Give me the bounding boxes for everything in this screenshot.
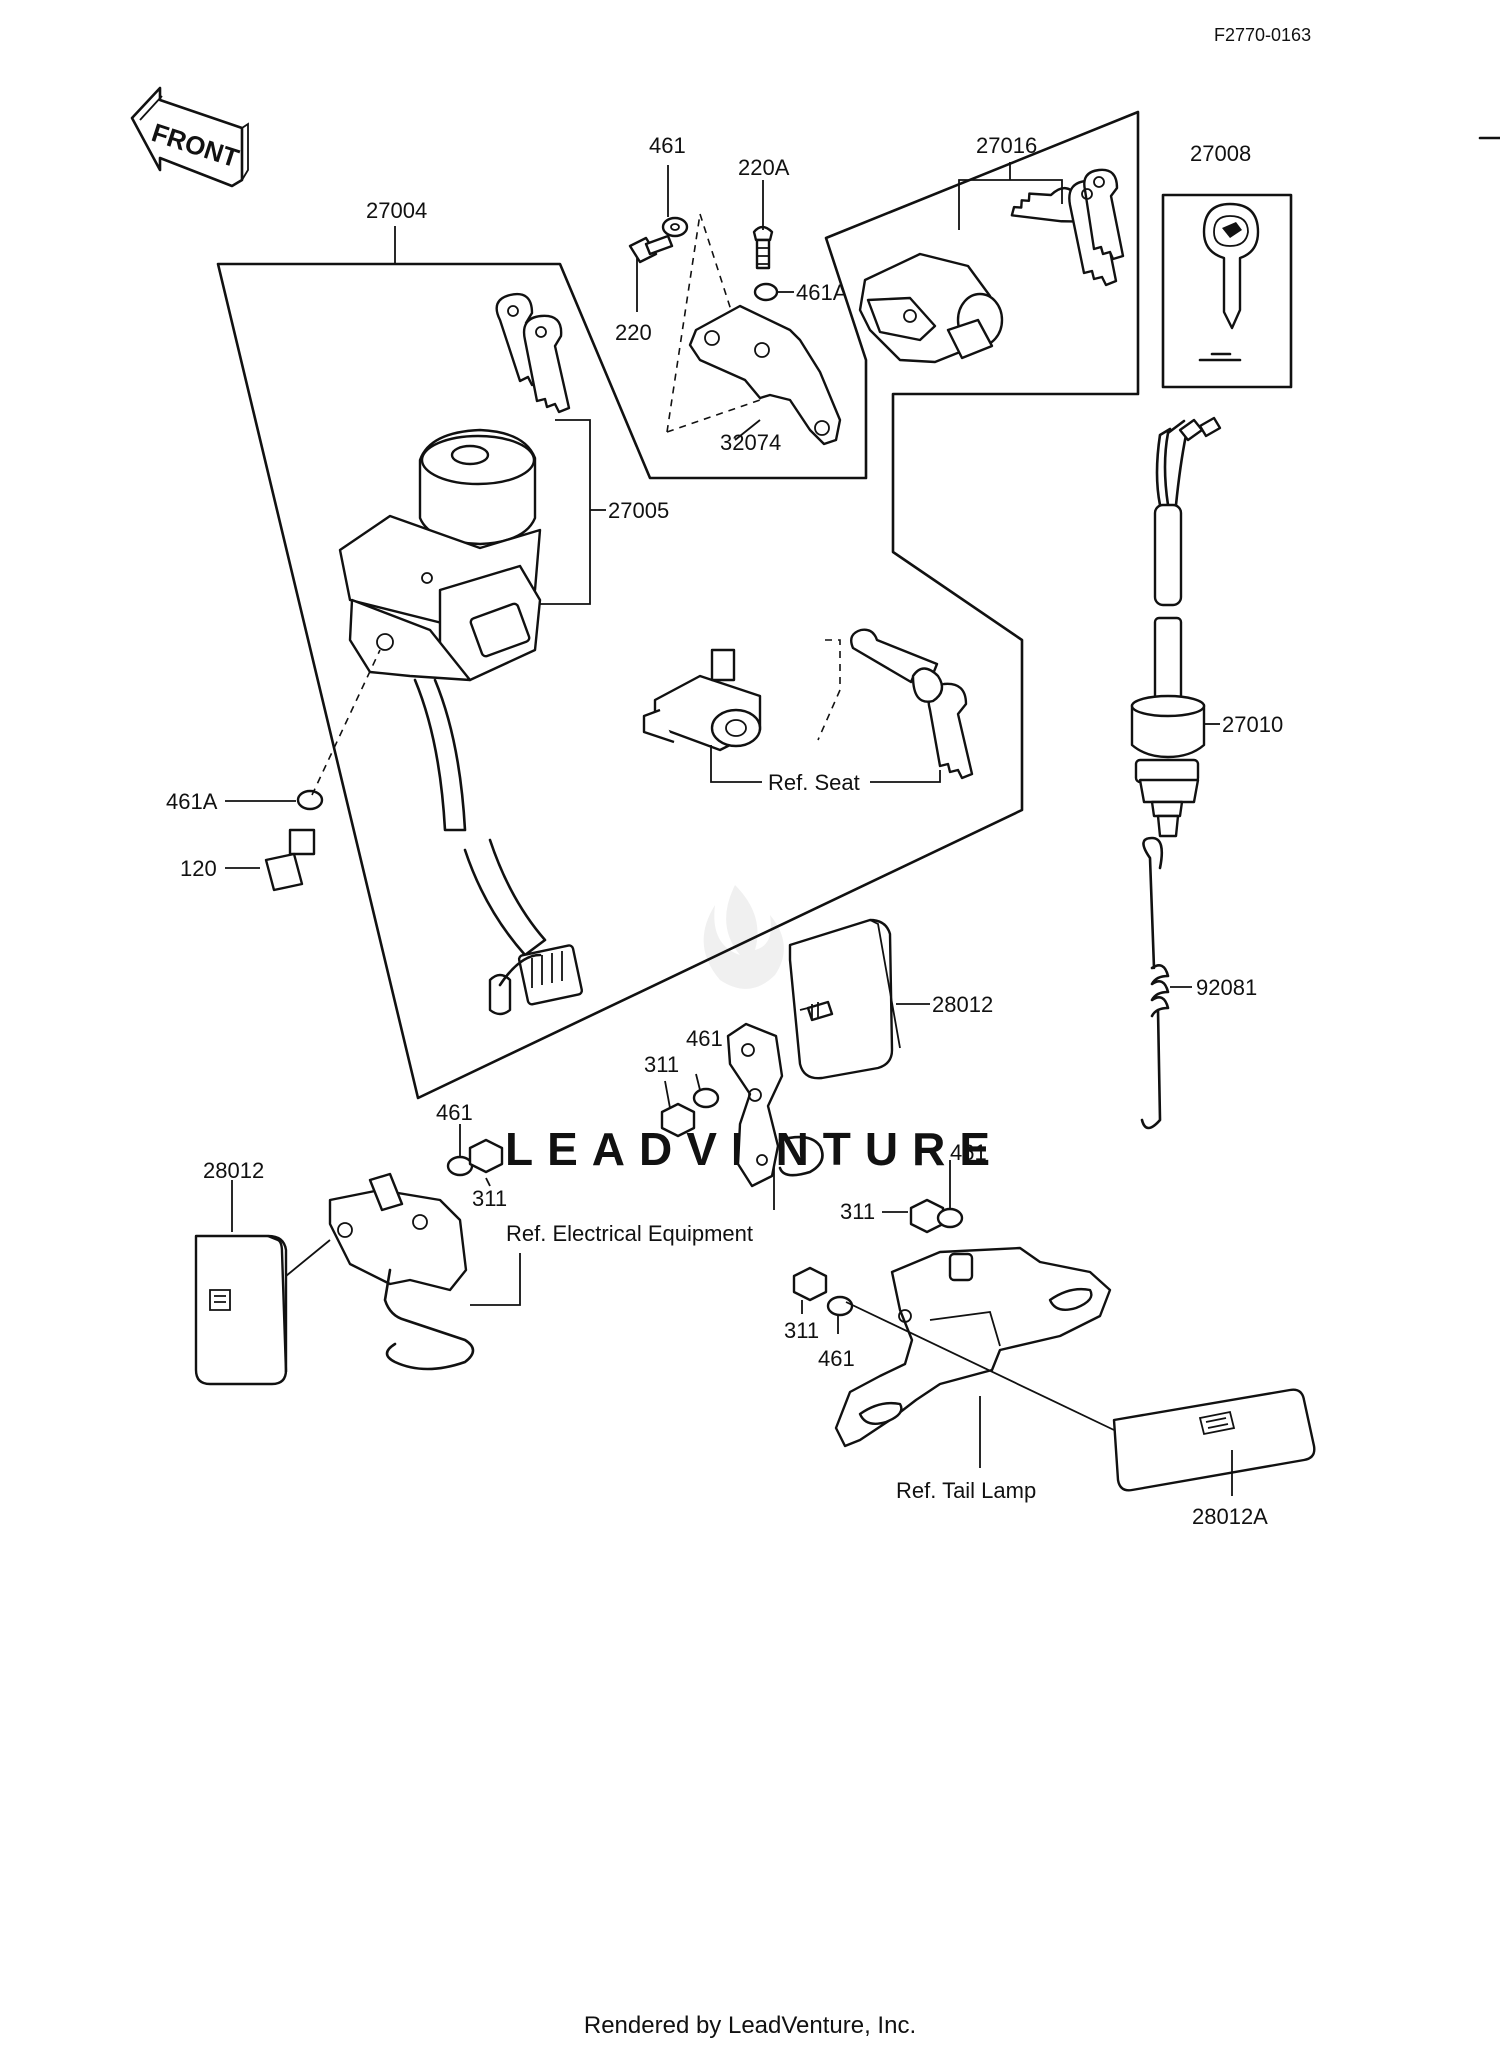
- label-ref-electrical: Ref. Electrical Equipment: [506, 1221, 753, 1246]
- reflector-28012-left: [194, 1180, 331, 1386]
- reflector-28012A: [845, 1301, 1316, 1496]
- label-461A-left: 461A: [166, 789, 218, 814]
- switch-27010: [1130, 416, 1222, 838]
- spring-92081: [1140, 836, 1192, 1130]
- key-27008: [1161, 193, 1293, 389]
- fastener-461A-120: [225, 649, 381, 892]
- label-311-r1: 311: [840, 1199, 875, 1224]
- bracket-electrical-mid: [660, 1022, 824, 1210]
- label-ref-tail-lamp: Ref. Tail Lamp: [896, 1478, 1036, 1503]
- label-461-top: 461: [649, 133, 686, 158]
- reflector-28012-right: [788, 918, 930, 1080]
- label-461-r1: 461: [950, 1140, 987, 1165]
- label-27016: 27016: [976, 133, 1037, 158]
- front-label: FRONT: [148, 117, 243, 173]
- label-28012-right: 28012: [932, 992, 993, 1017]
- label-461A-top: 461A: [796, 280, 848, 305]
- group-27004-outline: [216, 110, 1140, 1100]
- label-32074: 32074: [720, 430, 781, 455]
- diagram-code: F2770-0163: [1214, 25, 1311, 45]
- bracket-electrical-left: [328, 1124, 521, 1371]
- fasteners-tail-lamp: [792, 1160, 964, 1334]
- screw-220: [628, 234, 674, 312]
- front-arrow-icon: FRONT: [130, 86, 249, 188]
- seat-lock-27016: [858, 168, 1125, 364]
- label-92081: 92081: [1196, 975, 1257, 1000]
- label-461-mid: 461: [686, 1026, 723, 1051]
- label-27004: 27004: [366, 198, 427, 223]
- label-461-r2: 461: [818, 1346, 855, 1371]
- label-28012A: 28012A: [1192, 1504, 1268, 1529]
- bracket-27005: [540, 419, 591, 605]
- seat-lock-ref: [642, 628, 974, 783]
- washer-461-top: [661, 165, 689, 238]
- label-120: 120: [180, 856, 217, 881]
- label-220A: 220A: [738, 155, 790, 180]
- label-311-r2: 311: [784, 1318, 819, 1343]
- label-27008: 27008: [1190, 141, 1251, 166]
- label-27005: 27005: [608, 498, 669, 523]
- screw-220A: [752, 180, 794, 302]
- footer-credit: Rendered by LeadVenture, Inc.: [583, 2012, 917, 2039]
- label-311-mid: 311: [644, 1052, 679, 1077]
- label-220: 220: [615, 320, 652, 345]
- label-28012-left: 28012: [203, 1158, 264, 1183]
- label-27010: 27010: [1222, 712, 1283, 737]
- bracket-32074: [688, 304, 842, 446]
- ignition-switch-27005: [338, 292, 584, 1016]
- tail-lamp-bracket: [834, 1246, 1112, 1468]
- label-311-left: 311: [472, 1186, 507, 1211]
- label-ref-seat: Ref. Seat: [768, 770, 860, 795]
- label-461-left: 461: [436, 1100, 473, 1125]
